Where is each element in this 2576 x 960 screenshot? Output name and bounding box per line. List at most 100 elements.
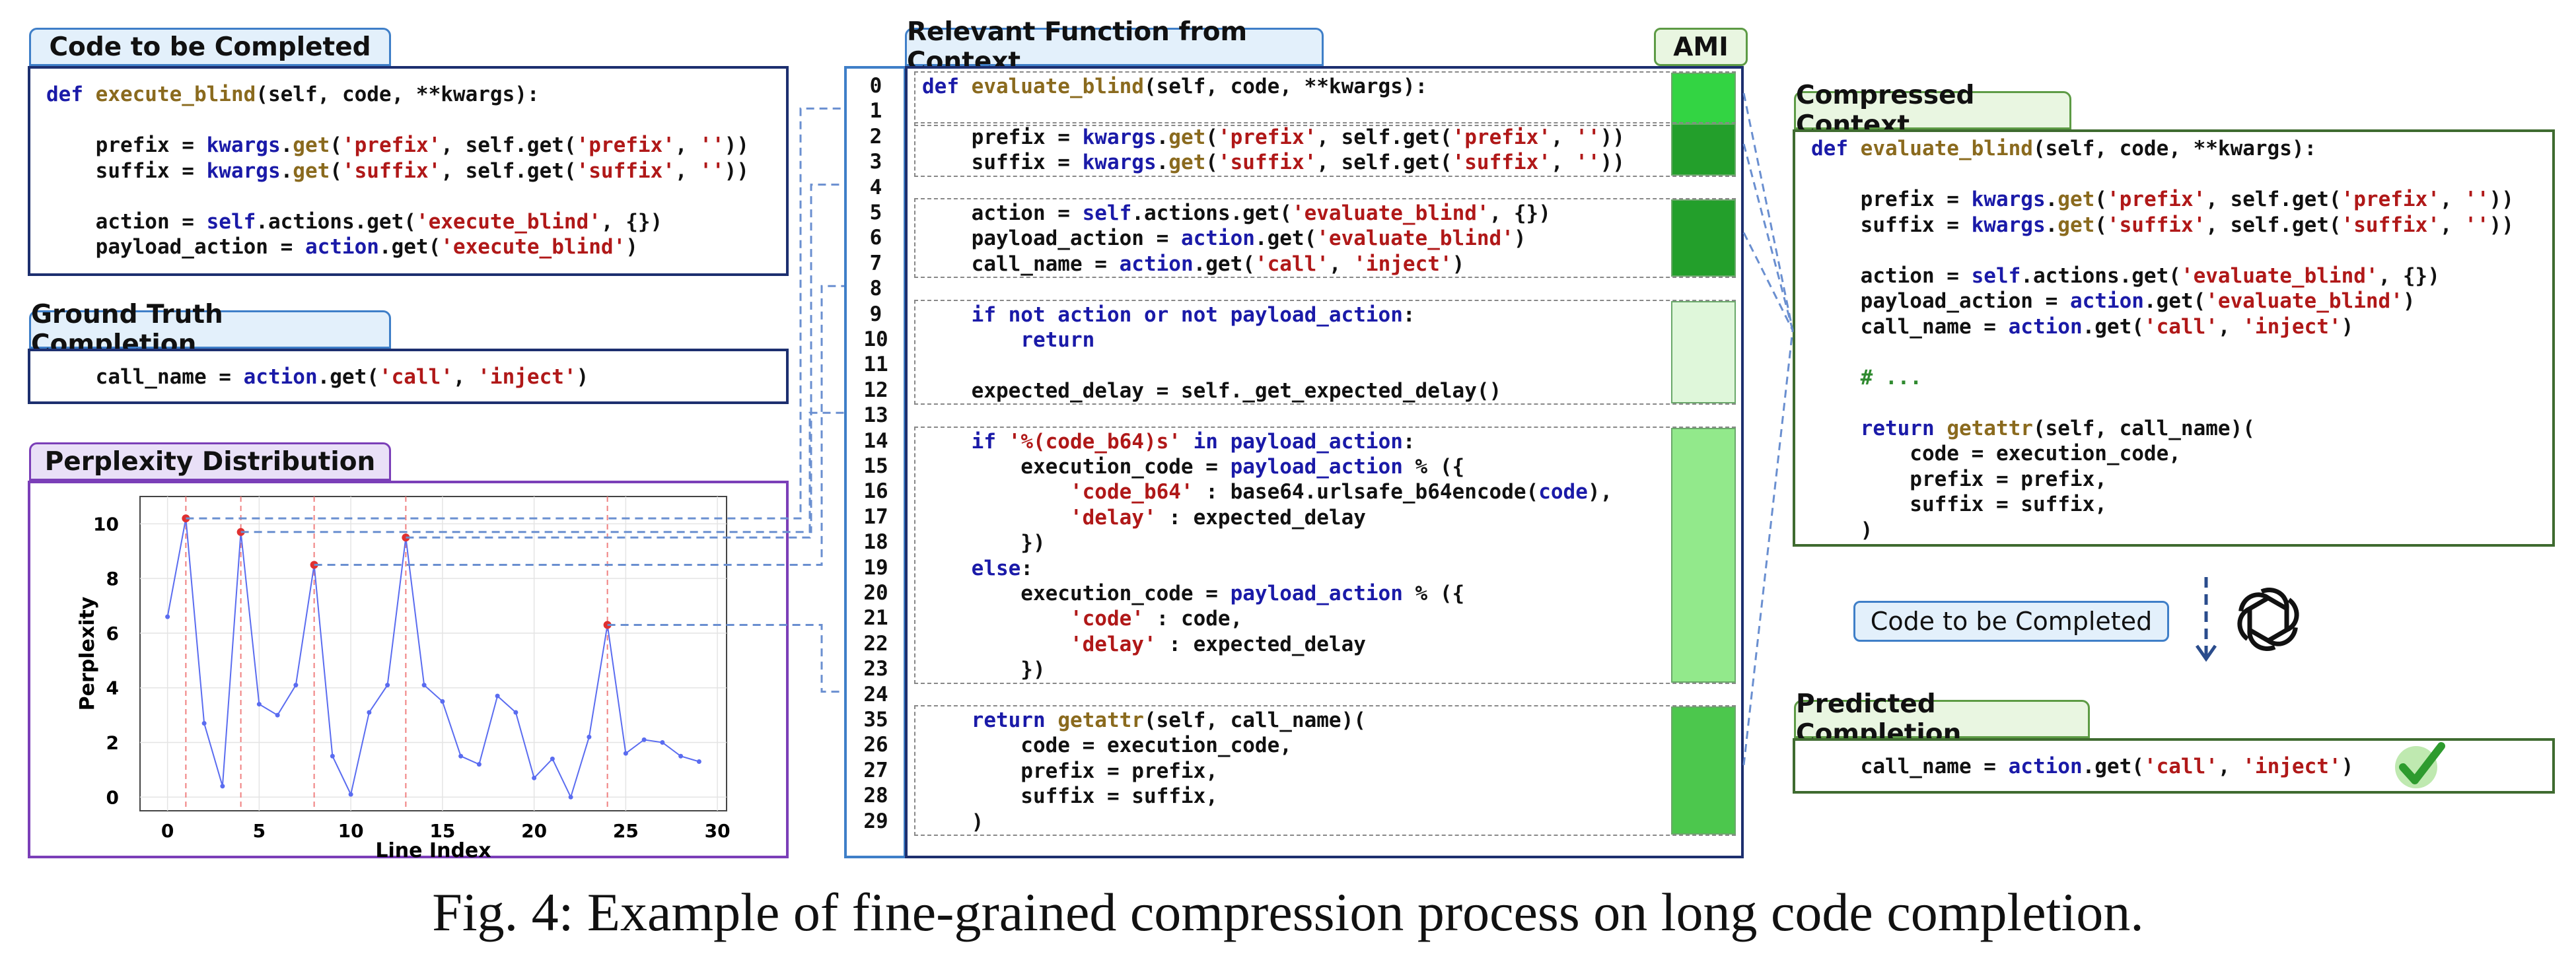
ami-connector [1742,143,1794,331]
code-line: suffix = kwargs.get('suffix', self.get('… [922,151,1625,175]
x-tick-label: 30 [705,820,731,842]
line-number: 12 [863,378,888,402]
line-number: 14 [863,429,888,453]
data-point [440,699,445,704]
data-point [696,759,701,764]
line-number: 13 [863,403,888,428]
line-number: 1 [869,99,882,123]
code-line: def evaluate_blind(self, code, **kwargs)… [922,75,1428,98]
line-number: 15 [863,454,888,478]
line-number: 5 [869,201,882,224]
code-line: # ... [1811,365,1922,390]
ami-bar [1671,427,1736,683]
data-point [201,721,207,726]
x-tick-label: 5 [253,820,266,842]
ami-bar [1671,123,1736,176]
data-point [256,702,262,707]
code-line: def evaluate_blind(self, code, **kwargs)… [1811,137,2317,160]
code-line: 'code_b64' : base64.urlsafe_b64encode(co… [922,480,1613,504]
line-number: 0 [869,74,882,98]
x-tick-label: 0 [161,820,174,842]
peak-connector [240,184,844,533]
data-point [421,683,427,688]
peak-connector [607,624,844,693]
code-line: payload_action = action.get('evaluate_bl… [922,226,1526,251]
data-point [513,710,519,715]
data-point [495,693,500,699]
line-number: 26 [863,733,888,757]
perplexity-tag: Perplexity Distribution [29,442,391,481]
line-number: 10 [863,327,888,351]
code-line: 'code' : code, [922,607,1243,631]
code-line: execution_code = payload_action % ({ [922,582,1465,605]
line-number: 6 [869,226,882,250]
line-number: 24 [863,682,888,706]
code-line: if not action or not payload_action: [922,302,1415,327]
y-axis-label: Perplexity [76,596,99,710]
data-point [293,683,299,688]
x-tick-label: 10 [338,820,364,842]
data-point [458,753,464,759]
y-tick-label: 0 [106,786,119,808]
line-number: 4 [869,175,882,199]
code-to-complete-box: def execute_blind(self, code, **kwargs):… [28,66,789,276]
code-to-complete-tag: Code to be Completed [29,28,391,66]
code-line: prefix = kwargs.get('prefix', self.get('… [922,125,1625,149]
line-number: 16 [863,479,888,504]
code-line: payload_action = action.get('evaluate_bl… [1811,289,2415,313]
y-tick-label: 4 [106,677,119,699]
y-tick-label: 6 [106,623,119,644]
line-number: 9 [869,302,882,326]
line-number: 19 [863,555,888,580]
relevant-function-box: def evaluate_blind(self, code, **kwargs)… [905,66,1744,858]
compressed-context-tag: Compressed Context [1794,81,2071,140]
data-point [532,775,537,780]
code-line: call_name = action.get('call', 'inject') [1811,755,2354,778]
line-number: 3 [869,150,882,174]
compressed-context-box: def evaluate_blind(self, code, **kwargs)… [1793,129,2555,547]
ami-tag: AMI [1654,28,1748,66]
data-point [220,784,225,789]
code-line: return getattr(self, call_name)( [922,708,1366,732]
line-number: 20 [863,581,888,605]
code-line: execution_code = payload_action % ({ [922,455,1465,479]
openai-logo-icon [2230,581,2307,658]
code-line: suffix = kwargs.get('suffix', self.get('… [1811,213,2514,237]
data-point [348,792,353,797]
ground-truth-code: call_name = action.get('call', 'inject') [46,364,589,390]
code-to-complete-code: def execute_blind(self, code, **kwargs):… [46,82,749,260]
code-line: ) [1811,518,1873,542]
code-line: action = self.actions.get('evaluate_blin… [922,201,1551,225]
code-line: action = self.actions.get('evaluate_blin… [1811,263,2440,288]
code-line: payload_action = action.get('execute_bli… [46,235,638,259]
x-axis-label: Line Index [375,839,491,858]
line-number: 8 [869,277,882,301]
code-line: if '%(code_b64)s' in payload_action: [922,429,1415,454]
y-tick-label: 2 [106,732,119,754]
down-arrow [2195,577,2217,662]
data-point [568,794,573,800]
ami-bar [1671,300,1736,404]
code-line: return getattr(self, call_name)( [1811,416,2255,440]
code-line: prefix = kwargs.get('prefix', self.get('… [1811,188,2514,211]
peak-connector [314,285,844,566]
y-tick-label: 10 [93,513,119,535]
line-number: 11 [863,353,888,377]
code-line: call_name = action.get('call', 'inject') [922,252,1465,276]
line-number: 21 [863,606,888,631]
data-point [275,712,280,718]
code-line: else: [922,556,1033,580]
code-line: suffix = kwargs.get('suffix', self.get('… [46,158,749,183]
ami-bar [1671,199,1736,277]
ami-connector [1742,92,1794,331]
x-tick-label: 20 [521,820,547,842]
line-number: 7 [869,251,882,275]
code-line: }) [922,531,1046,555]
ami-connector [1742,329,1794,765]
code-line: call_name = action.get('call', 'inject') [46,365,589,389]
plot-area [139,496,727,811]
data-point [476,762,482,767]
line-number: 22 [863,631,888,656]
